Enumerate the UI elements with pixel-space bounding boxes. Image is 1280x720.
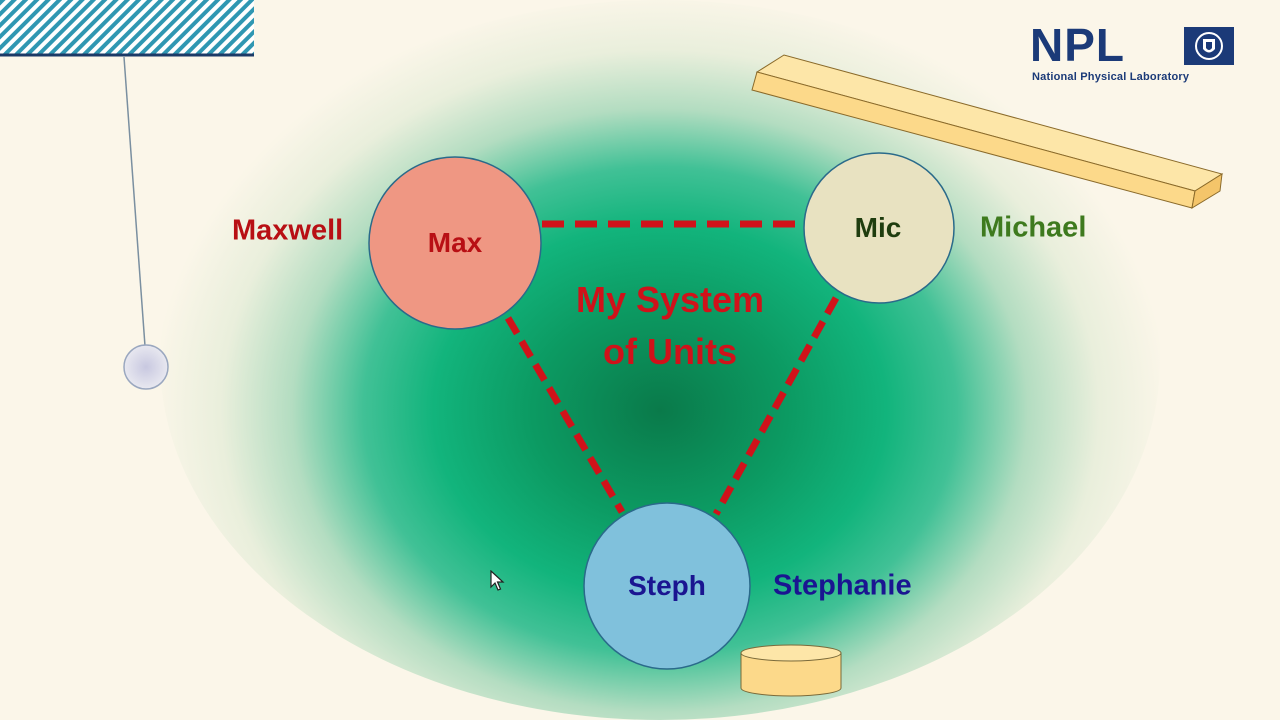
name-label-stephanie: Stephanie bbox=[773, 569, 912, 602]
connector-mic-steph bbox=[712, 296, 840, 516]
diagram-title-line-2: of Units bbox=[603, 331, 737, 372]
kilogram-cylinder-icon bbox=[740, 644, 842, 697]
node-label-max: Max bbox=[427, 227, 483, 258]
pendulum-string bbox=[123, 56, 146, 347]
pendulum-bob bbox=[123, 344, 169, 390]
npl-logo: NPL National Physical Laboratory bbox=[1030, 22, 1240, 86]
connector-max-steph bbox=[504, 316, 626, 514]
connector-group bbox=[504, 220, 840, 516]
node-circle-mic bbox=[803, 152, 955, 304]
node-label-steph: Steph bbox=[628, 570, 706, 601]
name-label-michael: Michael bbox=[980, 211, 1087, 244]
pendulum-support bbox=[0, 0, 254, 55]
node-circle-steph bbox=[583, 502, 751, 670]
logo-wordmark: NPL bbox=[1030, 19, 1125, 71]
diagram-title: My System of Units bbox=[576, 274, 764, 378]
node-label-mic: Mic bbox=[854, 212, 902, 243]
pendulum-icon bbox=[0, 0, 254, 390]
node-circle-max bbox=[368, 156, 542, 330]
metre-bar-icon bbox=[751, 54, 1224, 210]
diagram-title-line-1: My System bbox=[575, 279, 765, 320]
name-label-maxwell: Maxwell bbox=[232, 214, 344, 247]
logo-subtitle: National Physical Laboratory bbox=[1032, 71, 1190, 83]
mouse-pointer-icon bbox=[490, 570, 505, 591]
crest-emblem-icon bbox=[1184, 27, 1234, 65]
